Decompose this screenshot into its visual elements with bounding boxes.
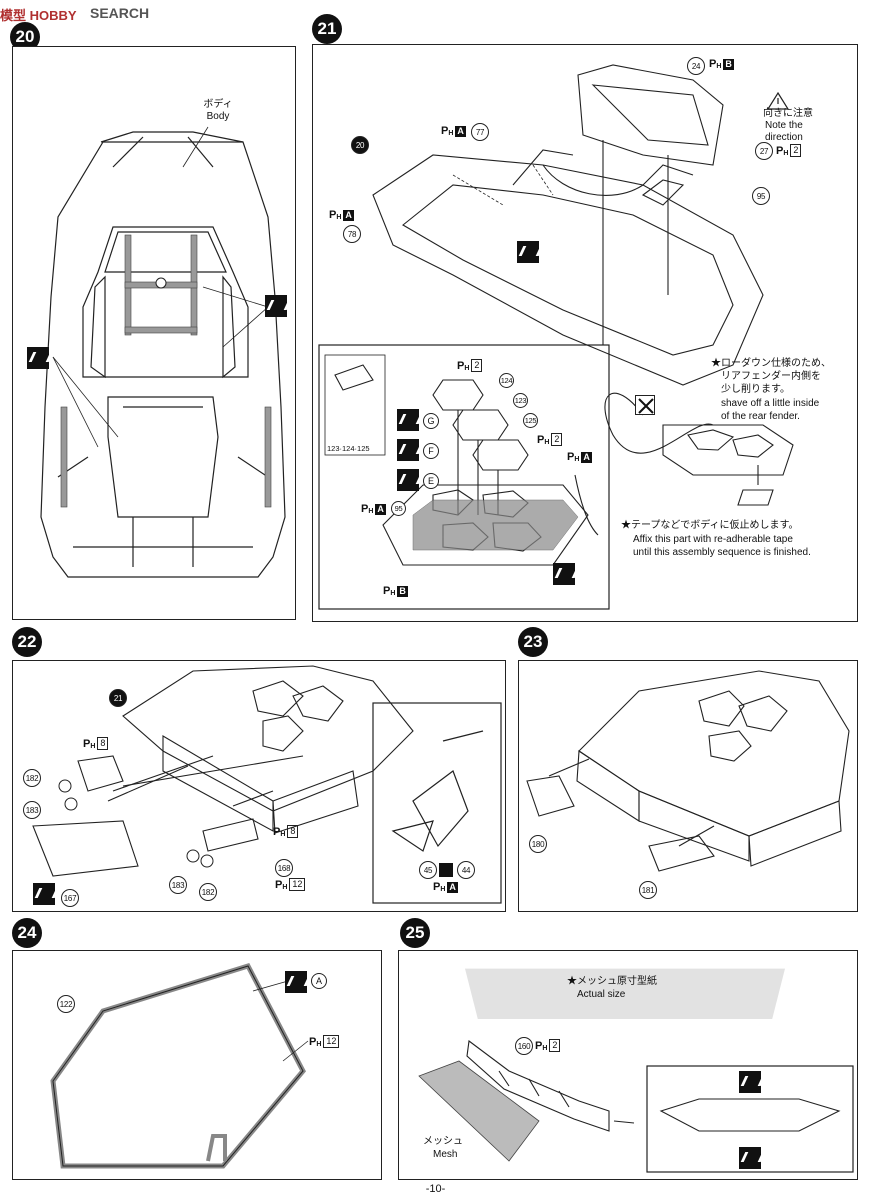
paint-icon <box>739 1147 761 1169</box>
part-167: 167 <box>61 889 79 907</box>
part-181: 181 <box>639 881 657 899</box>
letter-a: A <box>311 973 327 989</box>
tape-note-en-2: until this assembly sequence is finished… <box>633 547 811 558</box>
part-123: 123 <box>513 393 528 408</box>
step-22-number: 22 <box>12 627 42 657</box>
chassis-assembly-drawing <box>318 64 794 610</box>
mesh-note-en: Actual size <box>577 989 626 1000</box>
part-183: 183 <box>23 801 41 819</box>
inset-part-range: 123·124·125 <box>327 444 370 453</box>
part-27: 27 <box>755 142 773 160</box>
part-95: 95 <box>391 501 406 516</box>
caution-en-2: direction <box>765 132 803 143</box>
paint-icon <box>397 439 419 461</box>
part-78: 78 <box>343 225 361 243</box>
part-168: 168 <box>275 859 293 877</box>
part-24: 24 <box>687 57 705 75</box>
step-25-number: 25 <box>400 918 430 948</box>
paint-icon <box>553 563 575 585</box>
paint-icon <box>285 971 307 993</box>
part-77: 77 <box>471 123 489 141</box>
step-23-panel: 180 181 <box>518 660 858 912</box>
paint-icon <box>265 295 287 317</box>
part-182: 182 <box>199 883 217 901</box>
part-182: 182 <box>23 769 41 787</box>
part-160: 160 <box>515 1037 533 1055</box>
tape-note-jp: ★テープなどでボディに仮止めします。 <box>621 520 799 531</box>
part-95: 95 <box>752 187 770 205</box>
grille-mesh-drawing <box>418 1039 854 1173</box>
part-45: 45 <box>419 861 437 879</box>
letter-f: F <box>423 443 439 459</box>
lowdown-note-en-2: of the rear fender. <box>721 411 800 422</box>
rear-lights-drawing <box>526 670 850 872</box>
caution-jp: 向きに注意 <box>763 108 813 119</box>
part-ref-20: 20 <box>351 136 369 154</box>
part-180: 180 <box>529 835 547 853</box>
cut-icon <box>635 395 655 415</box>
part-124: 124 <box>499 373 514 388</box>
letter-e: E <box>423 473 439 489</box>
lowdown-note-en-1: shave off a little inside <box>721 398 820 409</box>
step-21-number: 21 <box>312 14 342 44</box>
car-body-top-view <box>40 126 286 578</box>
part-122: 122 <box>57 995 75 1013</box>
step-23-number: 23 <box>518 627 548 657</box>
part-125: 125 <box>523 413 538 428</box>
site-search-label: SEARCH <box>90 5 150 21</box>
site-logo: 模型 HOBBY <box>0 8 77 23</box>
mesh-label-jp: メッシュ <box>423 1136 463 1147</box>
paint-icon <box>27 347 49 369</box>
tape-note-en-1: Affix this part with re-adherable tape <box>633 534 793 545</box>
mesh-template <box>465 968 785 1019</box>
step-20-panel: ボディ Body <box>12 46 296 620</box>
part-ref-21: 21 <box>109 689 127 707</box>
page-number: -10- <box>425 1183 446 1195</box>
glue-icon <box>439 863 453 877</box>
windshield-drawing <box>50 962 309 1169</box>
paint-icon <box>397 409 419 431</box>
lowdown-note-jp-3: 少し削ります。 <box>721 384 790 395</box>
caution-en-1: Note the <box>765 120 803 131</box>
lowdown-note-jp-2: リアフェンダー内側を <box>721 371 821 382</box>
paint-icon <box>33 883 55 905</box>
paint-icon <box>739 1071 761 1093</box>
part-183: 183 <box>169 876 187 894</box>
letter-g: G <box>423 413 439 429</box>
mesh-note-jp: ★メッシュ原寸型紙 <box>567 976 657 987</box>
paint-icon <box>517 241 539 263</box>
paint-icon <box>397 469 419 491</box>
body-label-en: Body <box>206 111 230 122</box>
body-label-jp: ボディ <box>203 99 233 110</box>
step-24-number: 24 <box>12 918 42 948</box>
part-44: 44 <box>457 861 475 879</box>
rear-body-drawing <box>32 665 502 904</box>
mesh-label-en: Mesh <box>433 1149 458 1160</box>
lowdown-note-jp-1: ★ローダウン仕様のため、 <box>711 358 831 369</box>
